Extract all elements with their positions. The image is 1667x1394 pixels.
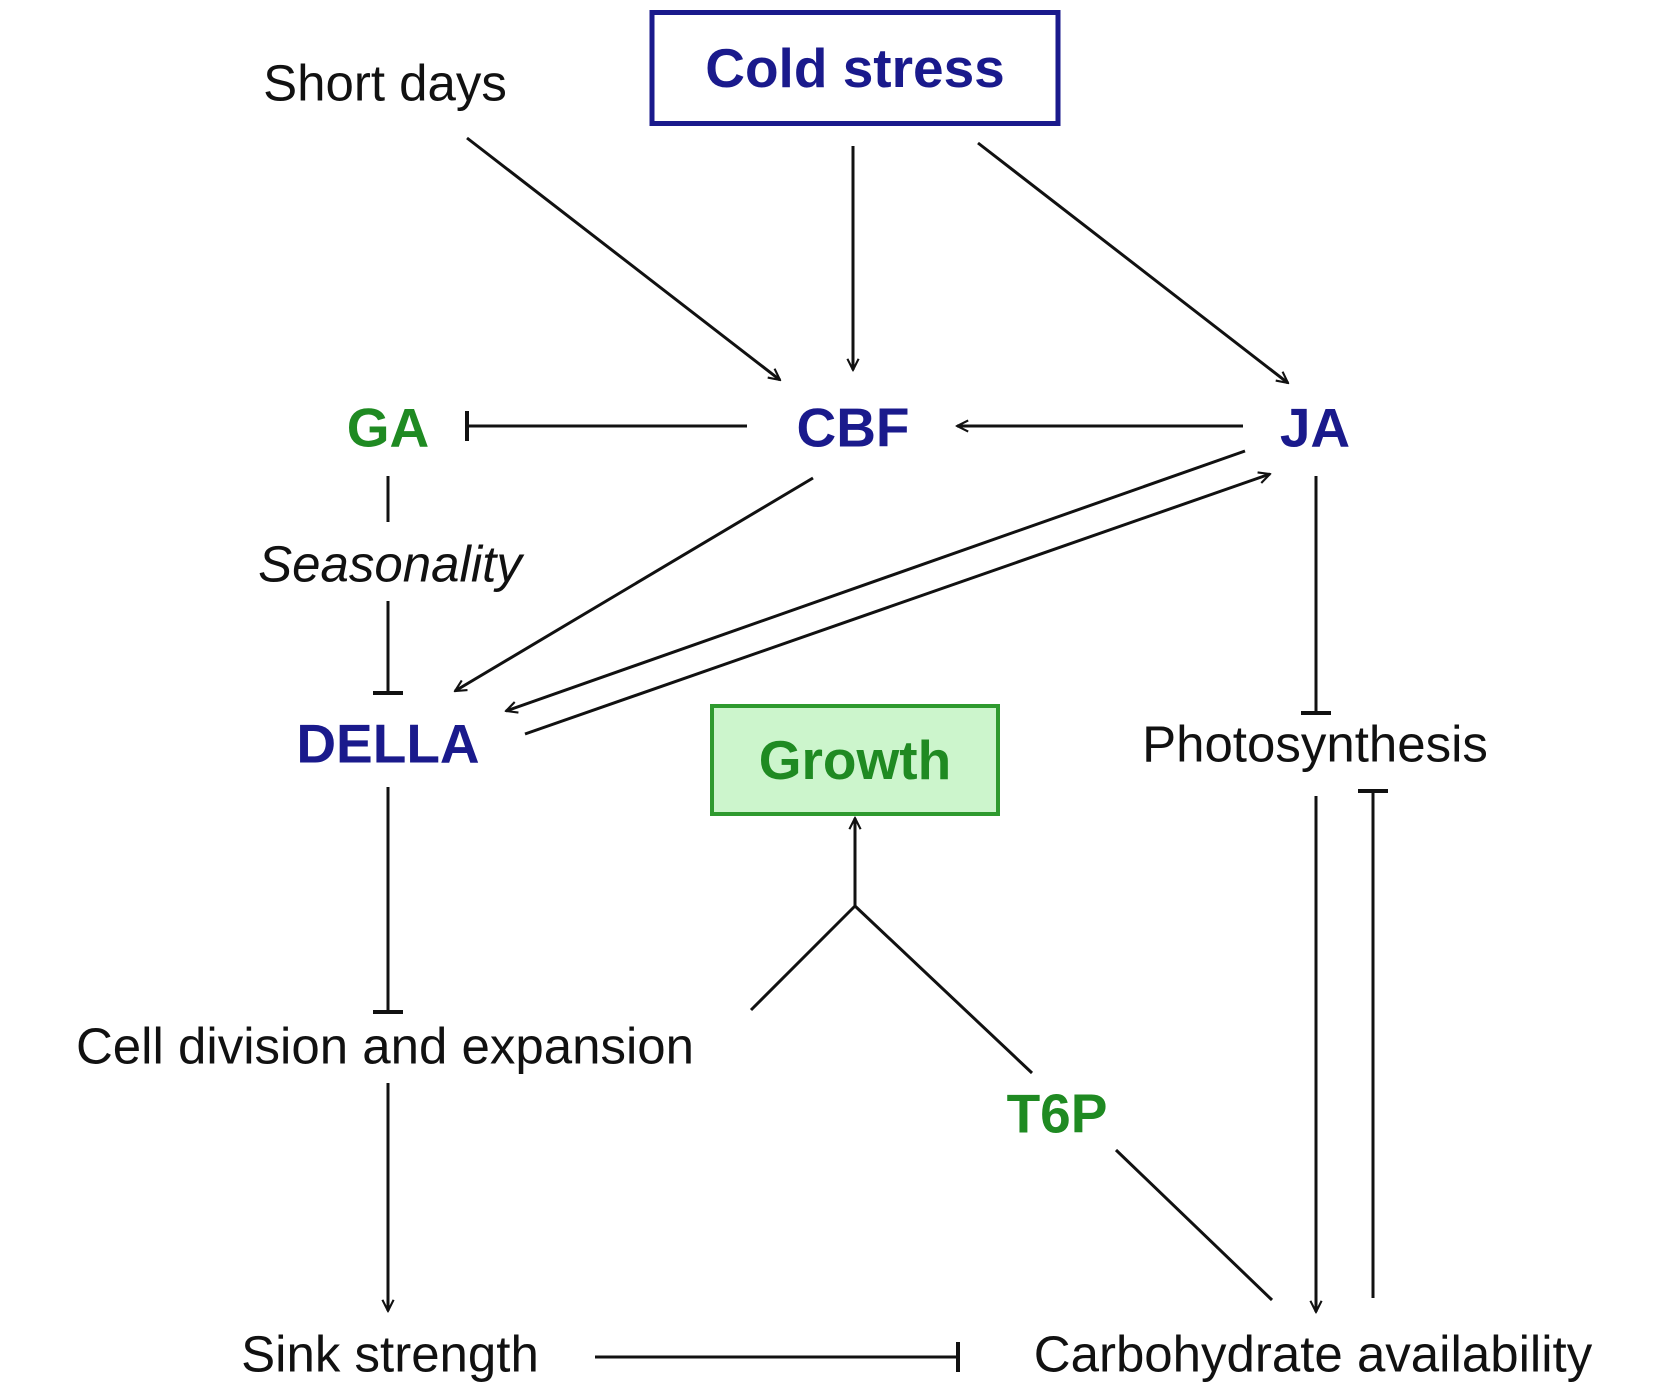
node-carbohydrate: Carbohydrate availability [1033,1325,1593,1383]
edge-cold-to-ja [977,141,1288,383]
edge-della-to-ja [524,474,1270,736]
edge-celldivision-to-junction [749,904,857,1012]
node-cell-division: Cell division and expansion [75,1017,695,1075]
node-short-days: Short days [263,54,507,112]
node-cbf: CBF [796,396,910,459]
node-cold-stress-label: Cold stress [705,36,1005,99]
edge-t6p-to-junction [853,904,1034,1075]
node-della: DELLA [296,712,480,775]
edge-ja-to-della [506,449,1246,711]
node-ja: JA [1279,396,1351,459]
node-t6p: T6P [1006,1082,1108,1145]
node-growth-label: Growth [758,728,952,791]
node-ga: GA [346,396,430,459]
edge-carbohydrate-to-t6p [1114,1148,1274,1302]
edge-cbf-to-della [455,476,814,693]
node-photosynthesis: Photosynthesis [1142,715,1488,773]
node-sink-strength: Sink strength [241,1325,539,1383]
node-cold-stress: Cold stress [649,10,1061,126]
edge-shortdays-to-cbf [466,136,780,380]
node-seasonality: Seasonality [258,535,522,593]
node-growth: Growth [710,704,1000,816]
